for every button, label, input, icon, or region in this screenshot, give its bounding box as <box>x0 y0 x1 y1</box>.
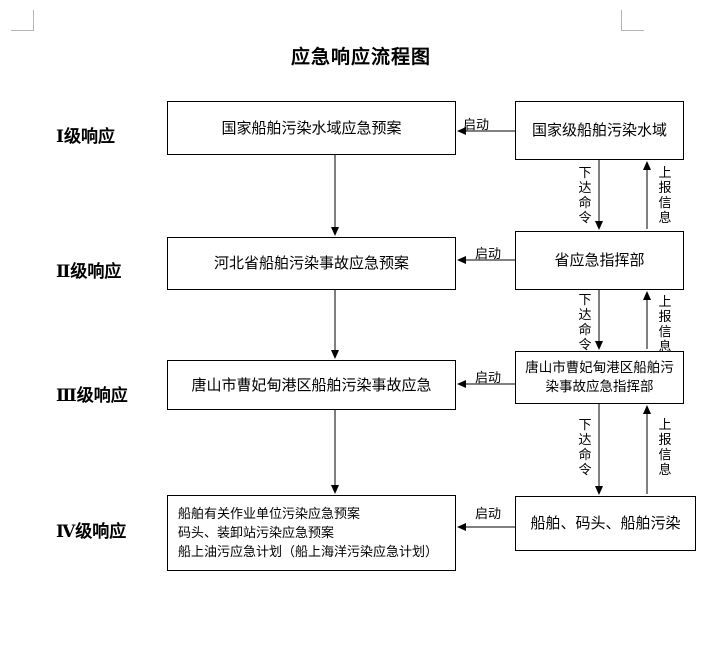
level-label-2: Ⅱ级响应 <box>56 262 122 282</box>
plan-box-operators-line-1: 船舶有关作业单位污染应急预案 <box>178 506 361 522</box>
crop-mark-top-left <box>11 10 34 31</box>
plan-box-city: 唐山市曹妃甸港区船舶污染事故应急 <box>167 360 456 410</box>
order-label-2: 下达命令 <box>578 293 592 353</box>
plan-box-operators-line-3: 船上油污应急计划（船上海洋污染应急计划） <box>178 544 439 560</box>
plan-box-city-text: 唐山市曹妃甸港区船舶污染事故应急 <box>191 375 432 394</box>
plan-box-provincial: 河北省船舶污染事故应急预案 <box>167 237 456 290</box>
plan-box-national: 国家船舶污染水域应急预案 <box>167 101 456 155</box>
report-label-3: 上报信息 <box>658 418 672 478</box>
activate-label-3: 启动 <box>475 371 502 386</box>
command-box-provincial: 省应急指挥部 <box>515 231 684 290</box>
crop-mark-top-right <box>621 10 644 31</box>
plan-box-national-text: 国家船舶污染水域应急预案 <box>221 118 402 137</box>
activate-label-4: 启动 <box>475 507 502 522</box>
command-box-city: 唐山市曹妃甸港区船舶污染事故应急指挥部 <box>515 351 684 404</box>
command-box-provincial-text: 省应急指挥部 <box>554 251 645 269</box>
command-box-national: 国家级船舶污染水域 <box>515 101 684 160</box>
command-box-city-text: 唐山市曹妃甸港区船舶污染事故应急指挥部 <box>525 359 674 395</box>
report-label-1: 上报信息 <box>658 166 672 226</box>
command-box-national-text: 国家级船舶污染水域 <box>531 121 667 139</box>
command-box-operators-text: 船舶、码头、船舶污染 <box>530 514 681 532</box>
activate-label-1: 启动 <box>463 118 490 133</box>
level-label-3: Ⅲ级响应 <box>56 386 128 406</box>
activate-label-2: 启动 <box>475 247 502 262</box>
report-label-2: 上报信息 <box>658 295 672 355</box>
level-label-4: Ⅳ级响应 <box>56 522 127 542</box>
plan-box-provincial-text: 河北省船舶污染事故应急预案 <box>213 254 409 272</box>
order-label-1: 下达命令 <box>578 166 592 226</box>
order-label-3: 下达命令 <box>578 418 592 478</box>
diagram-title: 应急响应流程图 <box>290 46 431 68</box>
plan-box-operators-line-2: 码头、装卸站污染应急预案 <box>178 525 335 541</box>
level-label-1: Ⅰ级响应 <box>56 127 115 147</box>
plan-box-operators: 船舶有关作业单位污染应急预案 码头、装卸站污染应急预案 船上油污应急计划（船上海… <box>167 495 456 571</box>
command-box-operators: 船舶、码头、船舶污染 <box>515 496 696 551</box>
